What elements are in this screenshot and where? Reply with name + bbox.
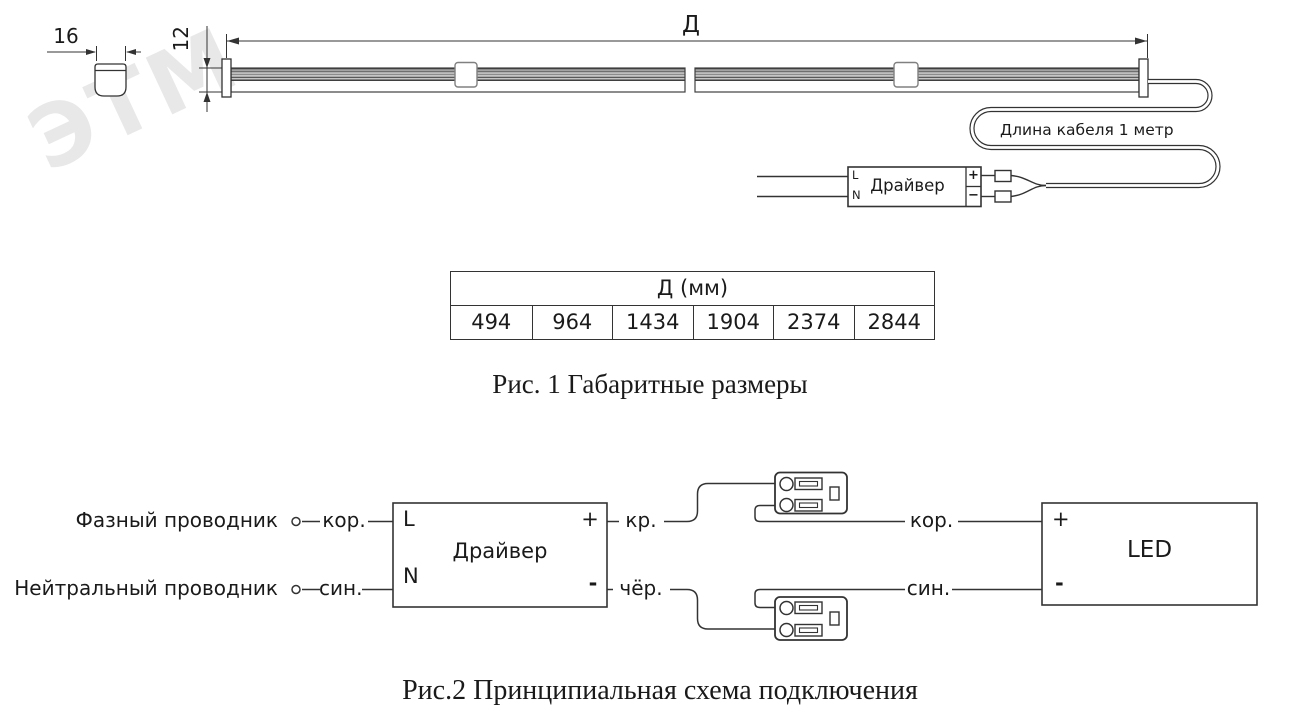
wire-brown-out-label: кор. [909, 508, 954, 532]
figure2-caption: Рис.2 Принципиальная схема подключения [402, 675, 918, 706]
driver1-n-label: N [852, 187, 861, 202]
phase-terminal-dot [291, 516, 301, 527]
cable-length-label: Длина кабеля 1 метр [1000, 121, 1174, 139]
driver2-l-label: L [403, 507, 415, 531]
luminaire-bar [221, 58, 1149, 98]
bar-clip-right [893, 61, 919, 88]
driver2-plus-label: + [581, 507, 599, 531]
driver-box-fig1 [757, 166, 1012, 208]
length-table: Д (мм) 494 964 1434 1904 2374 2844 [450, 271, 935, 340]
led-plus-label: + [1052, 507, 1070, 531]
phase-conductor-label: Фазный проводник [75, 508, 278, 532]
wire-red-label: кр. [625, 508, 657, 532]
connector-lever-icon [779, 476, 794, 492]
length-table-header: Д (мм) [451, 272, 934, 306]
driver1-l-label: L [852, 167, 859, 182]
power-cable [969, 78, 1221, 198]
driver1-minus-label: − [968, 188, 979, 203]
bar-end-cap-right [1138, 58, 1149, 98]
width-dimension [47, 46, 141, 61]
output-terminal-minus [994, 190, 1012, 203]
wire-blue-out-label: син. [906, 576, 951, 600]
table-cell: 964 [531, 306, 613, 339]
driver2-minus-label: - [588, 571, 598, 595]
table-cell: 1904 [692, 306, 774, 339]
length-dimension [226, 34, 1148, 58]
connector-lever-icon [779, 497, 794, 513]
connector-lever-icon [779, 622, 794, 638]
table-cell: 2844 [853, 306, 935, 339]
wire-connector-bottom [774, 596, 848, 641]
height-dimension [199, 26, 222, 112]
bar-end-cap-left [221, 58, 232, 98]
dim-width-label: 16 [53, 24, 79, 48]
driver-box-fig2 [392, 502, 608, 608]
driver2-n-label: N [403, 564, 419, 588]
dim-length-label: Д [682, 12, 700, 38]
neutral-terminal-dot [291, 584, 301, 595]
neutral-conductor-label: Нейтральный проводник [14, 576, 278, 600]
connector-lever-icon [779, 600, 794, 616]
driver1-title: Драйвер [870, 176, 945, 195]
dim-height-label: 12 [169, 26, 194, 52]
length-table-row: 494 964 1434 1904 2374 2844 [451, 306, 934, 339]
output-terminal-plus [994, 169, 1012, 183]
led-box [1041, 502, 1258, 606]
wire-blue-in-label: син. [319, 576, 363, 600]
wire-connector-top [774, 471, 848, 515]
led-title: LED [1126, 537, 1173, 563]
driver2-title: Драйвер [452, 539, 548, 563]
table-cell: 494 [471, 310, 512, 334]
wire-black-label: чёр. [619, 576, 663, 600]
driver1-plus-label: + [968, 168, 979, 183]
schematic-wires [291, 482, 1042, 630]
profile-end-view [94, 63, 127, 97]
figure1-caption: Рис. 1 Габаритные размеры [492, 369, 808, 399]
led-minus-label: - [1055, 571, 1064, 595]
bar-clip-left [454, 61, 478, 88]
wire-brown-in-label: кор. [322, 508, 366, 532]
table-cell: 1434 [612, 306, 693, 339]
table-cell: 2374 [773, 306, 854, 339]
